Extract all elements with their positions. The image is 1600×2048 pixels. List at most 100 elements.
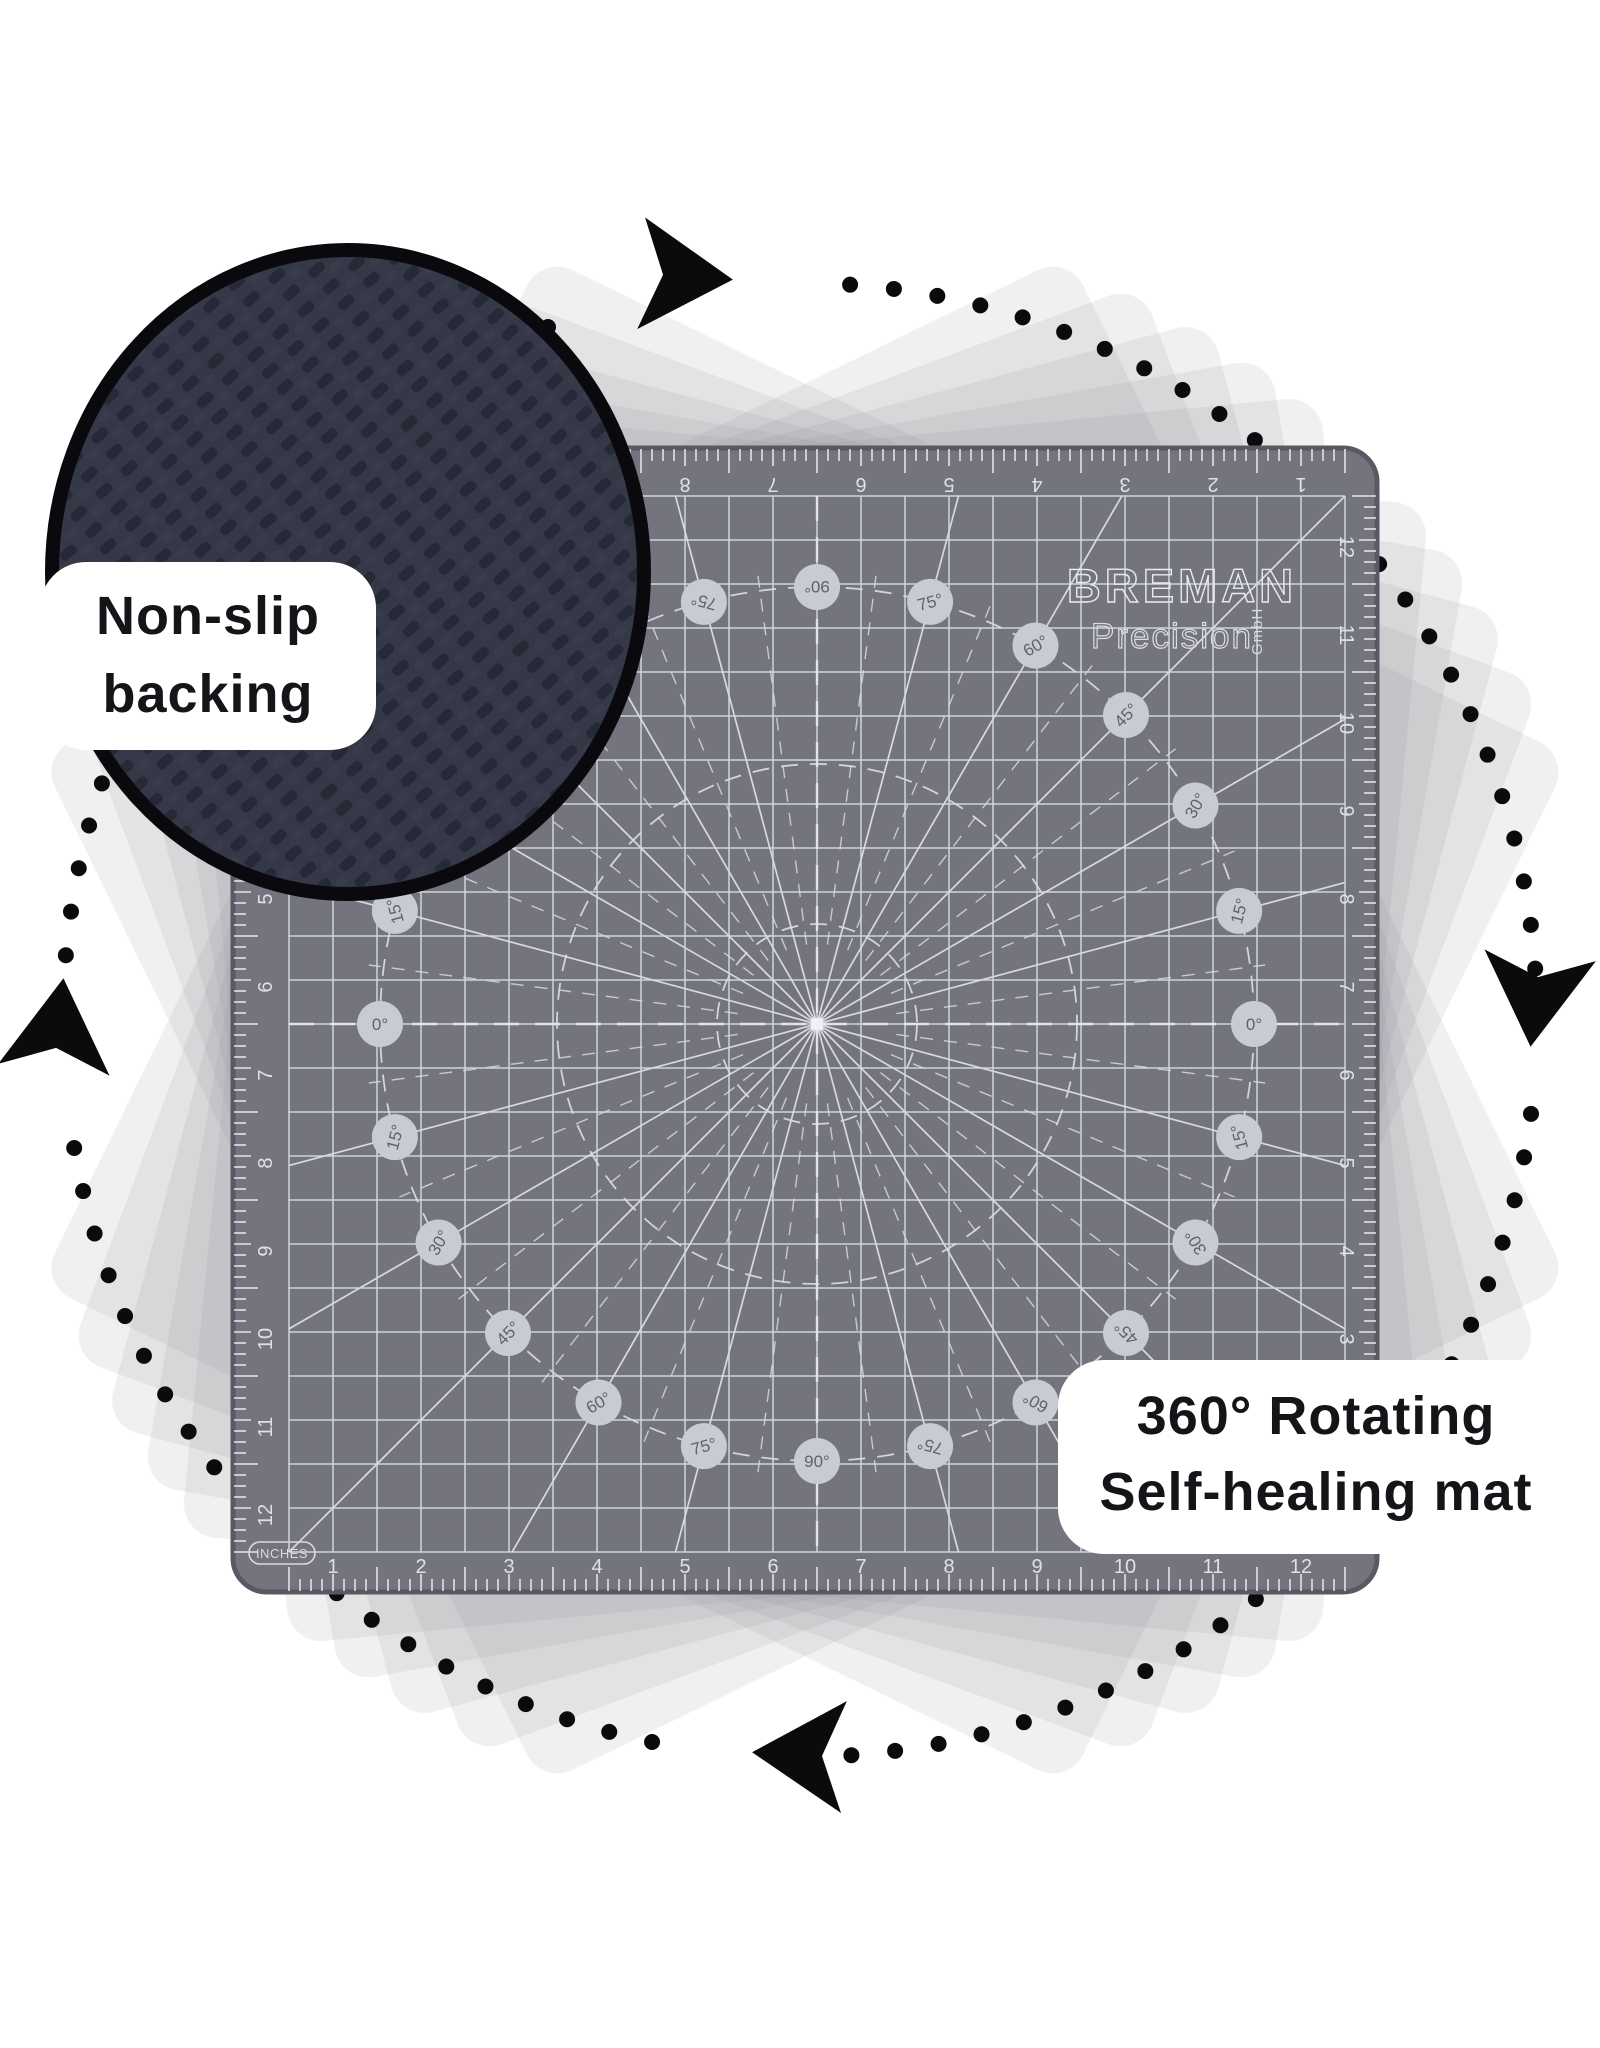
- angle-bubble: 60°: [1012, 1379, 1059, 1426]
- brand-suffix: GmbH: [1249, 608, 1266, 655]
- ruler-number: 9: [255, 1245, 277, 1256]
- angle-bubble: 75°: [907, 1423, 954, 1470]
- ruler-number: 3: [1335, 1333, 1357, 1344]
- ruler-number: 3: [503, 1556, 514, 1578]
- nonslip-callout-box: [40, 562, 376, 750]
- nonslip-callout-line1: Non-slip: [96, 586, 320, 646]
- angle-bubble: 15°: [371, 1114, 418, 1161]
- brand-name: BREMAN: [1067, 559, 1297, 612]
- ruler-number: 5: [943, 473, 954, 495]
- angle-bubble-circle: [1216, 887, 1263, 934]
- ruler-number: 7: [855, 1556, 866, 1578]
- rotation-arrowhead-right: [1484, 949, 1596, 1047]
- angle-bubble: 30°: [1172, 782, 1219, 829]
- brand-logo: BREMAN Precision GmbH: [1066, 558, 1297, 656]
- brand-subtitle: Precision: [1091, 617, 1253, 656]
- angle-bubble-circle: [680, 578, 727, 625]
- nonslip-callout: Non-slip backing: [40, 562, 376, 750]
- ruler-number: 5: [255, 893, 277, 904]
- angle-bubble-circle: [907, 1423, 954, 1470]
- rotating-callout-line2: Self-healing mat: [1099, 1462, 1532, 1522]
- angle-bubble-text: 0°: [372, 1015, 388, 1034]
- ruler-number: 4: [1031, 473, 1042, 495]
- angle-bubble: 60°: [1012, 622, 1059, 669]
- ruler-number: 12: [1290, 1556, 1312, 1578]
- ruler-number: 7: [767, 473, 778, 495]
- ruler-number: 8: [943, 1556, 954, 1578]
- angle-bubble: 30°: [1172, 1219, 1219, 1266]
- angle-bubble-circle: [415, 1219, 462, 1266]
- angle-bubble: 30°: [415, 1219, 462, 1266]
- ruler-number: 4: [1335, 1245, 1357, 1256]
- ruler-number: 10: [255, 1328, 277, 1350]
- rotating-callout-box: [1058, 1360, 1572, 1554]
- ruler-number: 11: [255, 1417, 277, 1438]
- angle-bubble: 75°: [680, 578, 727, 625]
- angle-bubble-circle: [680, 1423, 727, 1470]
- angle-bubble: 90°: [794, 1438, 840, 1484]
- angle-bubble: 15°: [371, 887, 418, 934]
- angle-bubble: 90°: [794, 564, 840, 610]
- angle-bubble-circle: [1231, 1001, 1277, 1047]
- ruler-number: 4: [591, 1556, 602, 1578]
- ruler-number: 9: [1031, 1556, 1042, 1578]
- ruler-number: 11: [1203, 1556, 1224, 1578]
- inches-label: INCHES: [248, 1541, 316, 1565]
- angle-bubble: 15°: [1216, 1114, 1263, 1161]
- angle-bubble-text: 90°: [804, 1452, 830, 1471]
- inches-pill: [248, 1541, 316, 1565]
- ruler-number: 7: [1335, 981, 1357, 992]
- angle-bubble-circle: [371, 1114, 418, 1161]
- angle-bubble: 15°: [1216, 887, 1263, 934]
- angle-bubble-circle: [1103, 691, 1150, 738]
- ruler-number: 12: [255, 1504, 277, 1526]
- ruler-number: 6: [855, 473, 866, 495]
- ruler-number: 6: [767, 1556, 778, 1578]
- rotation-arrowhead-left: [0, 978, 110, 1076]
- nonslip-callout-line2: backing: [102, 664, 313, 724]
- angle-bubble: 45°: [484, 1310, 531, 1357]
- ruler-number: 2: [415, 1556, 426, 1578]
- angle-bubble-circle: [1103, 1310, 1150, 1357]
- ruler-number: 6: [255, 981, 277, 992]
- rotation-arrowhead-bottom: [752, 1701, 847, 1814]
- angle-bubble-circle: [575, 1379, 622, 1426]
- angle-bubble-circle: [794, 1438, 840, 1484]
- inches-text: INCHES: [256, 1546, 308, 1561]
- ruler-number: 2: [1207, 473, 1218, 495]
- rotation-arrowhead-top: [637, 217, 733, 330]
- ruler-number: 6: [1335, 1069, 1357, 1080]
- ruler-number: 5: [1335, 1157, 1357, 1168]
- angle-bubble-circle: [484, 1310, 531, 1357]
- angle-bubble: 0°: [1231, 1001, 1277, 1047]
- rotation-dots-arc-left: [66, 1140, 680, 1754]
- angle-bubble-text: 0°: [1246, 1015, 1262, 1034]
- angle-bubble: 75°: [907, 578, 954, 625]
- angle-bubble-circle: [1216, 1114, 1263, 1161]
- ruler-number: 9: [1335, 805, 1357, 816]
- ruler-number: 1: [1295, 473, 1306, 495]
- angle-bubble-circle: [1172, 782, 1219, 829]
- ruler-number: 8: [255, 1157, 277, 1168]
- rotating-callout-line1: 360° Rotating: [1137, 1386, 1496, 1446]
- angle-bubble-text: 90°: [804, 577, 830, 596]
- angle-bubble-circle: [371, 887, 418, 934]
- ruler-number: 7: [255, 1069, 277, 1080]
- ruler-number: 12: [1335, 536, 1357, 558]
- ruler-number: 1: [327, 1556, 338, 1578]
- ruler-number: 5: [679, 1556, 690, 1578]
- rotating-callout: 360° Rotating Self-healing mat: [1058, 1360, 1572, 1554]
- angle-bubble-circle: [907, 578, 954, 625]
- ruler-number: 8: [1335, 893, 1357, 904]
- ruler-number: 10: [1114, 1556, 1136, 1578]
- angle-bubble-circle: [1172, 1219, 1219, 1266]
- angle-bubble-circle: [794, 564, 840, 610]
- angle-bubble: 60°: [575, 1379, 622, 1426]
- angle-bubble: 45°: [1103, 691, 1150, 738]
- angle-bubble-circle: [1012, 622, 1059, 669]
- angle-bubble: 75°: [680, 1423, 727, 1470]
- angle-bubble: 45°: [1103, 1310, 1150, 1357]
- angle-bubble: 0°: [357, 1001, 403, 1047]
- center-dot: [811, 1018, 823, 1030]
